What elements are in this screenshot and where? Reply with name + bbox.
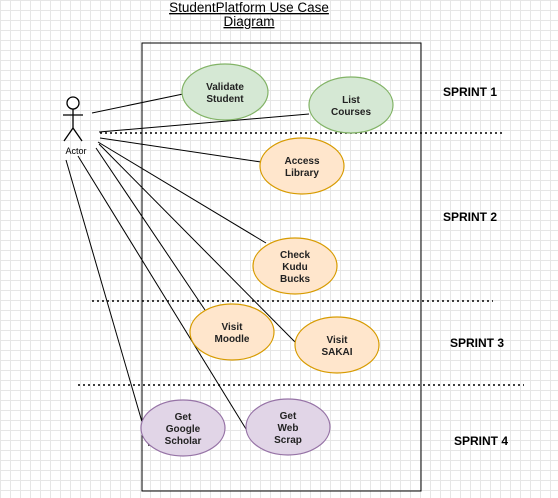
use-case-get-google-scholar bbox=[140, 399, 226, 457]
association-line-get-google-scholar bbox=[65, 159, 150, 447]
actor-right-leg bbox=[72, 127, 83, 142]
use-case-label: Check bbox=[280, 250, 310, 261]
use-case-label: Access bbox=[284, 156, 319, 167]
actor-left-leg bbox=[63, 127, 74, 142]
use-case-label: Kudu bbox=[282, 262, 308, 273]
use-case-get-web-scrap bbox=[245, 398, 331, 456]
use-case-label: Student bbox=[206, 94, 244, 105]
use-case-access-library bbox=[259, 137, 345, 195]
system-boundary bbox=[141, 42, 422, 492]
use-case-label: Get bbox=[280, 411, 297, 422]
sprint-label: SPRINT 4 bbox=[454, 434, 508, 448]
use-case-label: Moodle bbox=[215, 334, 250, 345]
use-case-label: Visit bbox=[327, 335, 349, 346]
association-line-access-library bbox=[99, 137, 262, 163]
use-case-validate-student bbox=[181, 63, 269, 121]
use-case-label: Courses bbox=[331, 107, 371, 118]
use-case-label: Scholar bbox=[165, 436, 202, 447]
association-line-visit-sakai bbox=[98, 143, 296, 343]
use-case-label: Web bbox=[278, 423, 299, 434]
diagram-title-line: Diagram bbox=[223, 14, 274, 29]
use-case-label: Get bbox=[175, 412, 192, 423]
use-case-label: Library bbox=[285, 168, 319, 179]
diagram-title-line: StudentPlatform Use Case bbox=[169, 0, 329, 15]
use-case-label: Google bbox=[166, 424, 201, 435]
use-case-visit-sakai bbox=[294, 316, 380, 374]
association-line-get-web-scrap bbox=[77, 155, 255, 443]
sprint-label: SPRINT 3 bbox=[450, 336, 504, 350]
actor-head bbox=[66, 96, 80, 110]
association-line-check-kudu-bucks bbox=[97, 141, 267, 244]
use-case-label: Bucks bbox=[280, 274, 310, 285]
use-case-label: Visit bbox=[222, 322, 244, 333]
actor-label: Actor bbox=[65, 146, 86, 156]
use-case-label: Validate bbox=[206, 82, 244, 93]
use-case-visit-moodle bbox=[189, 303, 275, 361]
sprint-label: SPRINT 1 bbox=[443, 85, 497, 99]
use-case-label: List bbox=[342, 95, 360, 106]
use-case-check-kudu-bucks bbox=[252, 237, 338, 295]
use-case-list-courses bbox=[308, 76, 394, 134]
sprint-label: SPRINT 2 bbox=[443, 210, 497, 224]
use-case-label: Scrap bbox=[274, 435, 302, 446]
association-line-validate-student bbox=[91, 93, 184, 114]
use-case-label: SAKAI bbox=[321, 347, 352, 358]
association-line-visit-moodle bbox=[95, 147, 206, 311]
association-line-list-courses bbox=[98, 113, 310, 133]
